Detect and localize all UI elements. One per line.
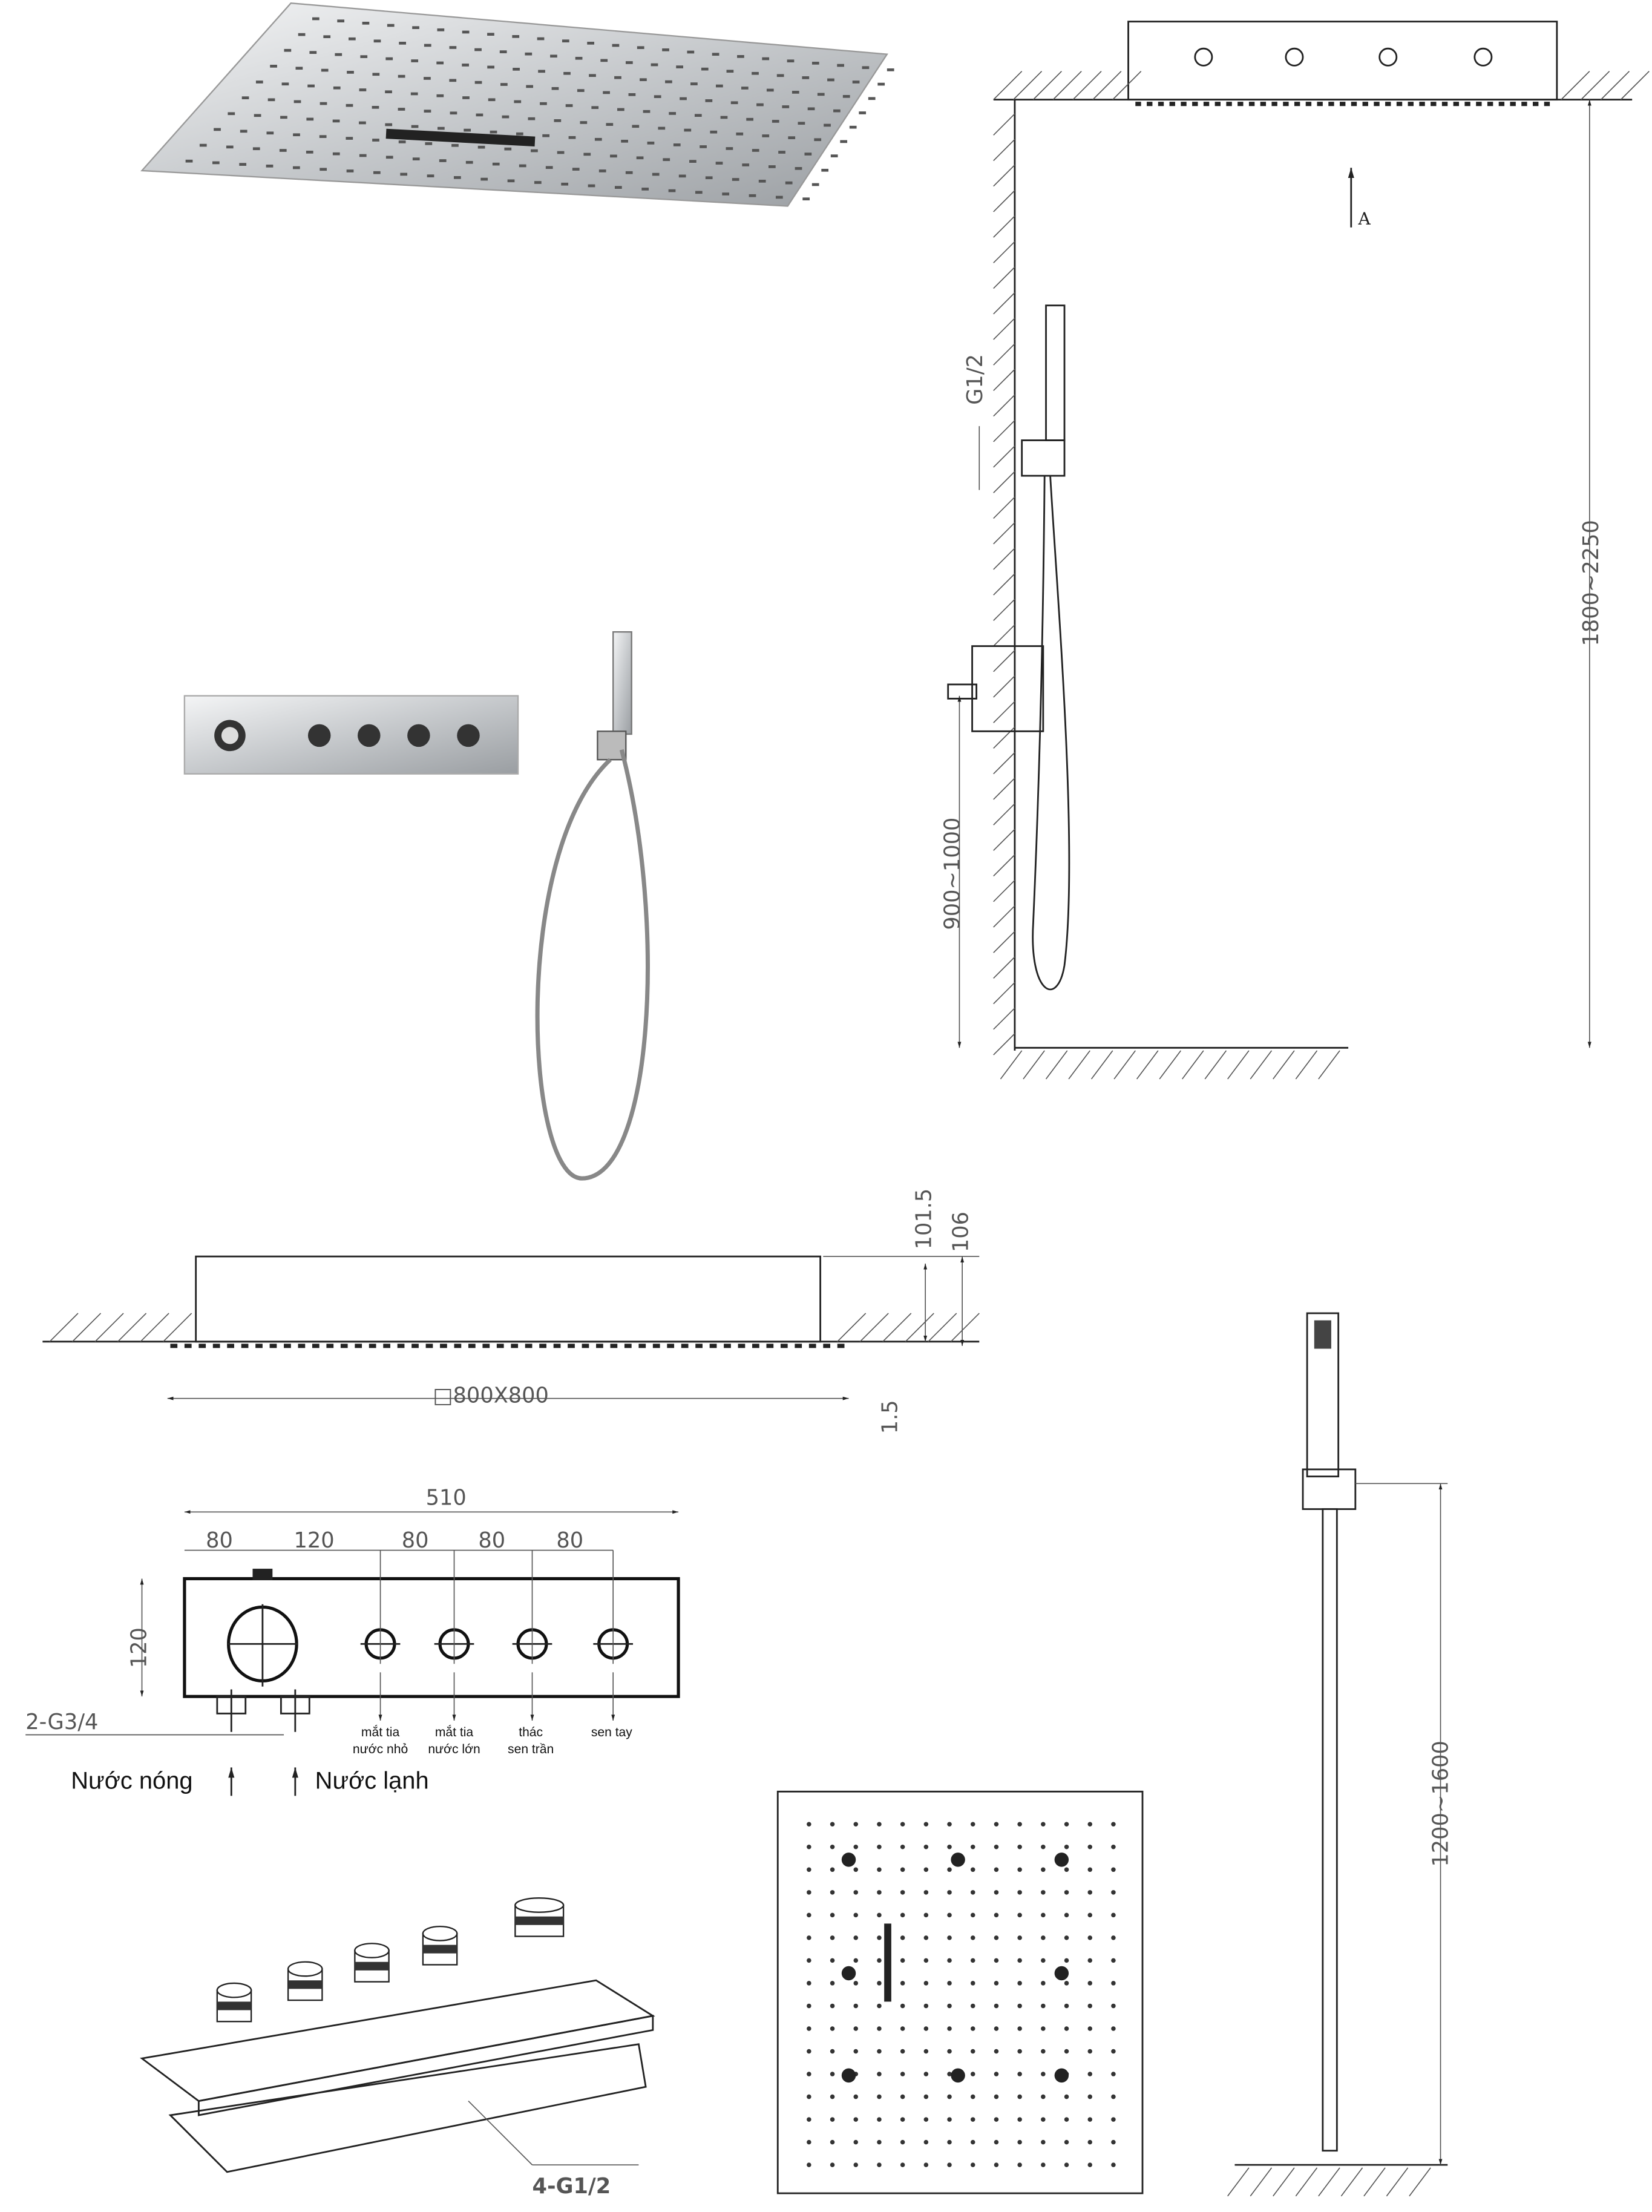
dim-spacing: 80 — [478, 1528, 505, 1553]
side-elevation-drawing: A 1800~2250 G1/2 900~1000 — [940, 21, 1650, 1080]
dim-inlet: G1/2 — [963, 354, 988, 405]
outlet-label: sen trần — [508, 1742, 554, 1756]
mixer-dimension-drawing: 510 80 120 80 80 80 120 2-G3/4 mắt tia n… — [25, 1486, 680, 1796]
dim-inlet-spec: 2-G3/4 — [25, 1710, 98, 1734]
dim-depth-body: 101.5 — [912, 1189, 937, 1250]
view-marker: A — [1358, 209, 1371, 229]
dim-panel-size: □800X800 — [433, 1383, 549, 1408]
outlet-label: nước nhỏ — [353, 1742, 408, 1756]
outlet-label: nước lớn — [428, 1742, 480, 1756]
outlet-label: sen tay — [591, 1725, 632, 1739]
outlet-label: mắt tia — [435, 1725, 474, 1739]
mixer-panel-photo — [183, 695, 519, 775]
dim-valve-height: 900~1000 — [940, 818, 965, 930]
ceiling-shower-photo — [140, 2, 894, 207]
dim-depth-total: 106 — [949, 1212, 974, 1252]
hand-shower-elevation: 1200~1600 — [1227, 1312, 1453, 2197]
ceiling-knob-icons — [1194, 47, 1493, 67]
thermostatic-valve — [971, 645, 1044, 732]
iso-outlet-spec: 4-G1/2 — [533, 2174, 611, 2199]
mixer-isometric-drawing: 4-G1/2 — [140, 1897, 655, 2199]
dim-spacing: 80 — [402, 1528, 429, 1553]
ceiling-section-drawing: □800X800 101.5 106 1.5 — [42, 1189, 980, 1434]
cold-water-label: Nước lạnh — [315, 1768, 429, 1794]
dim-spacing: 120 — [293, 1528, 334, 1553]
dim-flange: 1.5 — [877, 1400, 902, 1434]
hand-shower-photo — [535, 631, 650, 1181]
outlet-label: thác — [519, 1725, 543, 1739]
dim-ceiling-height: 1800~2250 — [1579, 520, 1604, 646]
dim-overall-width: 510 — [426, 1486, 467, 1511]
dim-spacing: 80 — [556, 1528, 583, 1553]
dim-spacing: 80 — [206, 1528, 233, 1553]
outlet-label: mắt tia — [361, 1725, 400, 1739]
hand-shower-head — [1045, 304, 1066, 441]
dim-height: 120 — [127, 1627, 152, 1668]
ceiling-shower-body — [1127, 21, 1558, 101]
dim-hand-shower-height: 1200~1600 — [1428, 1741, 1453, 1867]
hot-water-label: Nước nóng — [71, 1768, 192, 1794]
ceiling-shower-plan — [776, 1790, 1144, 2194]
